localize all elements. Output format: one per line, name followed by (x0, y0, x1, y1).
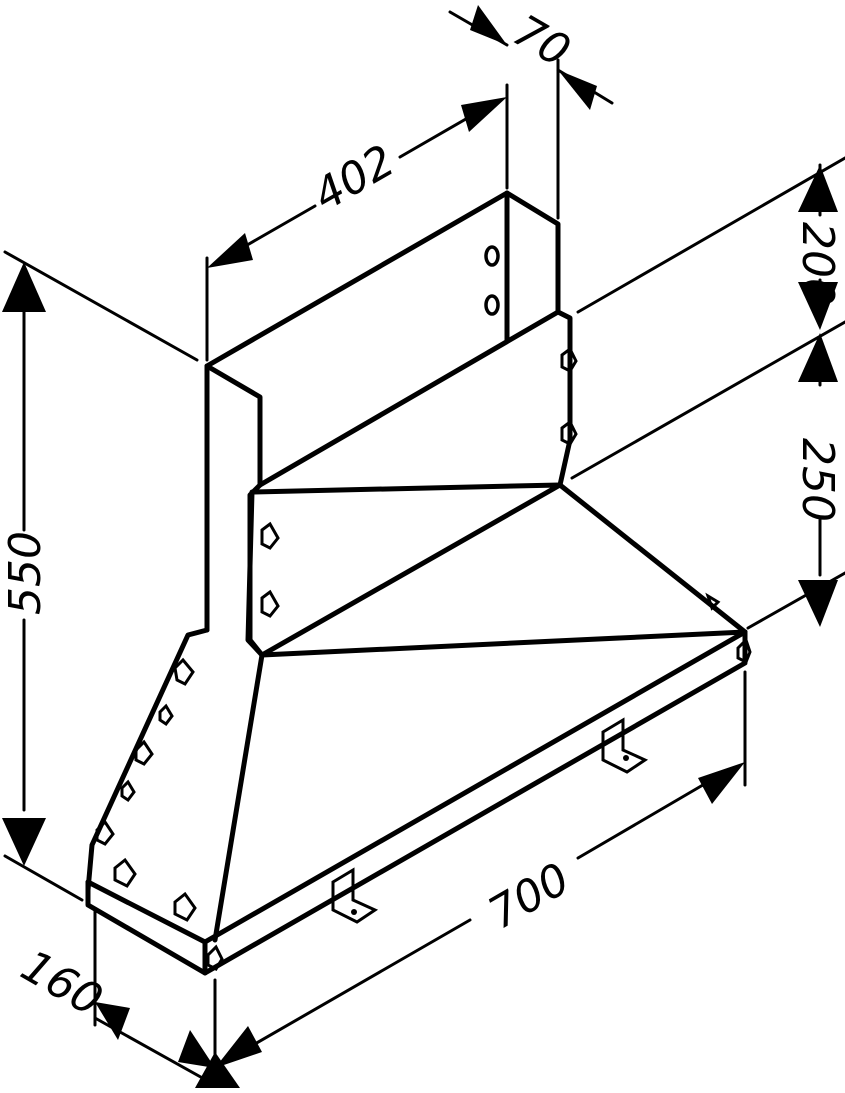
mounting-holes (484, 245, 500, 316)
canopy-front-edge (212, 652, 265, 943)
dimension-label-402: 402 (305, 135, 403, 221)
fastener-clip (173, 891, 197, 922)
fastener-clip (206, 944, 224, 971)
fastener-clips (95, 346, 752, 971)
fastener-clip (560, 419, 578, 446)
fastener-clip (134, 739, 154, 766)
fastener-clip (158, 703, 174, 727)
fastener-clip (560, 346, 578, 373)
fastener-clip (736, 637, 752, 665)
dimension-label-550: 550 (0, 531, 51, 615)
fastener-clip (95, 819, 115, 846)
dimension-label-70: 70 (505, 5, 579, 77)
canopy-top-right-edge (557, 482, 748, 635)
dimension-label-700: 700 (480, 853, 578, 939)
dimension-label-250: 250 (792, 438, 843, 522)
wall-bracket (601, 717, 649, 774)
fastener-clip (260, 589, 280, 618)
dimension-160: 160 (13, 908, 240, 1088)
dimension-250: 250 (570, 320, 845, 630)
canopy-left-slope (85, 627, 210, 893)
fastener-clip (120, 779, 136, 803)
chimney-lower-right-edge (555, 309, 573, 488)
fastener-clip (113, 857, 137, 888)
mounting-hole (484, 294, 500, 316)
dimension-700: 700 (213, 670, 747, 1087)
chimney-lower-left-edge (247, 482, 265, 658)
hood-outline (85, 190, 748, 976)
fastener-clip (705, 592, 721, 611)
fastener-clip (173, 657, 195, 686)
chimney-lower-front-face (245, 482, 563, 658)
mounting-hole (484, 245, 500, 267)
canopy-top-front-edge (259, 629, 748, 658)
dimension-550: 550 (0, 250, 199, 902)
fastener-clip (260, 521, 280, 550)
wall-bracket (331, 867, 379, 924)
dimension-402: 402 (205, 83, 509, 362)
dimension-label-200: 200 (792, 222, 843, 306)
dimension-200: 200 (576, 156, 845, 330)
